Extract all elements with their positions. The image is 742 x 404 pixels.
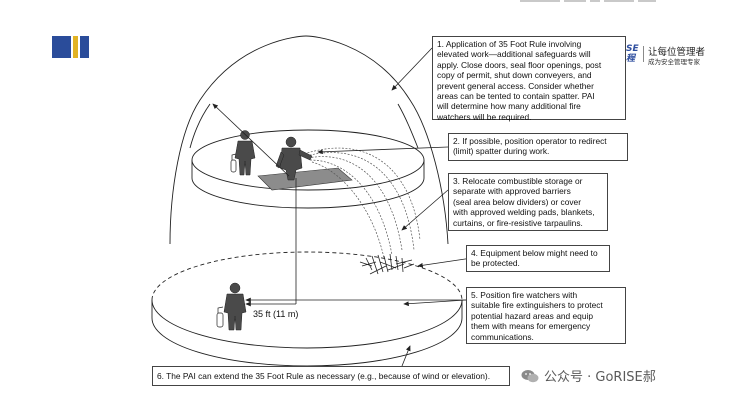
note-2-line: 2. If possible, position operator to red… bbox=[453, 136, 607, 146]
note-4-line: be protected. bbox=[471, 258, 520, 269]
note-5-line: communications. bbox=[471, 331, 534, 342]
lower-fire-watcher bbox=[223, 282, 247, 331]
callout-note-6: 6. The PAI can extend the 35 Foot Rule a… bbox=[152, 366, 510, 386]
lower-extinguisher bbox=[216, 306, 224, 328]
brand-mark-line2: 程 bbox=[626, 54, 636, 64]
watermark: 公众号 · GoRISE郝 bbox=[521, 366, 656, 385]
note-1-line: will determine how many additional fire bbox=[437, 101, 581, 112]
brand-mark-line1: SE bbox=[626, 44, 639, 54]
note-3-line: 3. Relocate combustible storage or bbox=[453, 176, 583, 186]
logo-stripe-blue-1 bbox=[52, 36, 71, 58]
callout-leaders bbox=[245, 47, 473, 367]
watermark-text: 公众号 · GoRISE郝 bbox=[544, 370, 656, 385]
note-4-line: 4. Equipment below might need to bbox=[471, 248, 598, 258]
note-5-line: 5. Position fire watchers with bbox=[471, 290, 578, 300]
brand-header: SE 程 让每位管理者 成为安全管理专家 bbox=[626, 44, 736, 66]
spark-burst bbox=[359, 253, 415, 275]
note-1-line: copy of permit, shut down conveyers, and bbox=[437, 70, 592, 81]
note-5-line: potential hazard areas and equip bbox=[471, 310, 593, 321]
note-1-line: 1. Application of 35 Foot Rule involving bbox=[437, 39, 582, 49]
note-2-line: (limit) spatter during work. bbox=[453, 146, 550, 157]
upper-fire-watcher bbox=[234, 130, 256, 176]
note-1-line: apply. Close doors, seal floor openings,… bbox=[437, 59, 602, 70]
logo-stripe-blue-2 bbox=[80, 36, 89, 58]
callout-note-4: 4. Equipment below might need to be prot… bbox=[466, 245, 610, 272]
brand-logo-left bbox=[52, 36, 90, 58]
note-3-line: separate with approved barriers bbox=[453, 186, 571, 197]
note-1-line: elevated work—additional safeguards will bbox=[437, 49, 591, 60]
brand-subtitle: 成为安全管理专家 bbox=[648, 58, 700, 66]
note-3-line: with approved welding pads, blankets, bbox=[453, 207, 595, 218]
note-3-line: curtains, or fire-resistive tarpaulins. bbox=[453, 217, 583, 228]
note-1-line: areas can be tented to contain spatter. … bbox=[437, 91, 595, 102]
spatter-trajectories bbox=[303, 147, 421, 259]
brand-divider bbox=[643, 46, 644, 62]
note-3-line: (seal area below dividers) or cover bbox=[453, 196, 582, 207]
note-1-line: watchers will be required. bbox=[437, 111, 532, 122]
wechat-icon bbox=[521, 370, 539, 383]
logo-stripe-gold bbox=[73, 36, 78, 58]
dimension-label: 35 ft (11 m) bbox=[253, 309, 299, 319]
floor-ellipse bbox=[151, 251, 463, 367]
callout-note-5: 5. Position fire watchers with suitable … bbox=[466, 287, 626, 344]
top-edge-artifact bbox=[520, 0, 742, 4]
note-5-line: suitable fire extinguishers to protect bbox=[471, 300, 603, 311]
dome-outline bbox=[169, 35, 449, 245]
note-1-line: prevent general access. Consider whether bbox=[437, 80, 594, 91]
callout-note-1: 1. Application of 35 Foot Rule involving… bbox=[432, 36, 626, 122]
radius-lines bbox=[212, 103, 297, 307]
brand-title: 让每位管理者 bbox=[648, 47, 706, 58]
upper-level-ellipse bbox=[191, 129, 425, 209]
upper-extinguisher bbox=[230, 153, 237, 173]
callout-note-3: 3. Relocate combustible storage or separ… bbox=[448, 173, 608, 231]
note-6-line: 6. The PAI can extend the 35 Foot Rule a… bbox=[157, 371, 491, 381]
brand-mark: SE 程 bbox=[626, 44, 639, 64]
welding-platform bbox=[257, 167, 353, 191]
callout-note-2: 2. If possible, position operator to red… bbox=[448, 133, 628, 161]
note-5-line: them with means for emergency bbox=[471, 321, 591, 332]
welder-figure bbox=[275, 136, 313, 181]
